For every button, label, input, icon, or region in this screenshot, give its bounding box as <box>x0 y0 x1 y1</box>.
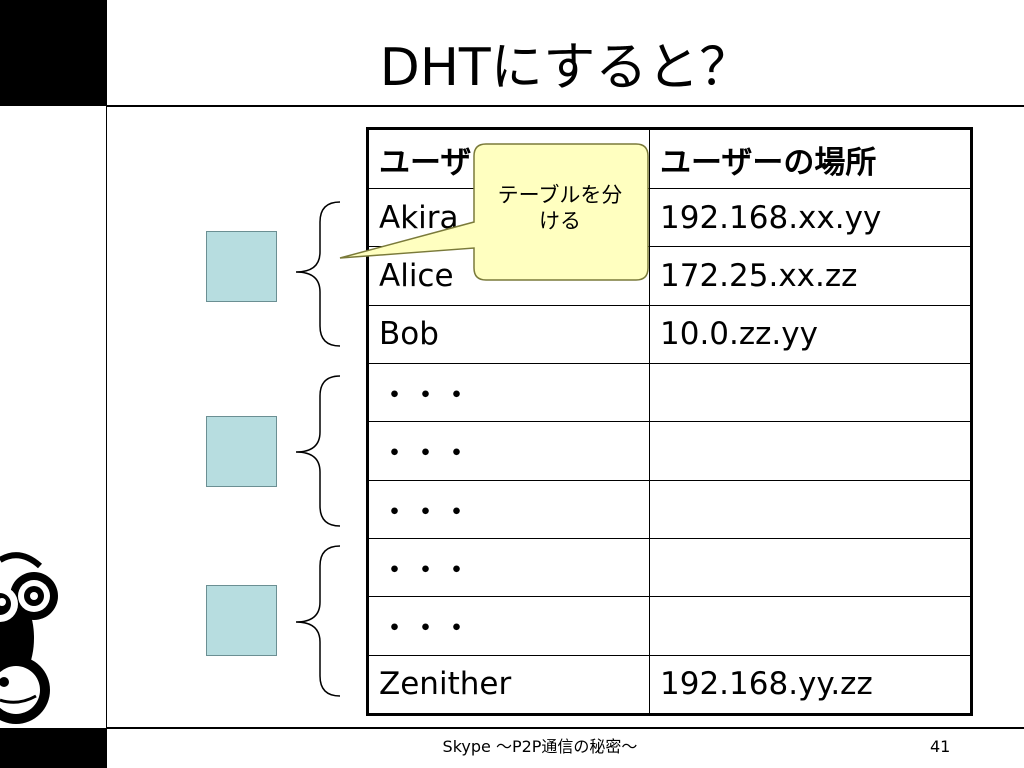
dht-node-1 <box>206 231 277 302</box>
monkey-mascot-icon <box>0 552 58 724</box>
cell-user-location <box>649 479 972 539</box>
table-row: ・・・ <box>367 537 972 598</box>
left-rule <box>106 106 107 728</box>
table-row: ・・・ <box>367 362 972 423</box>
header-user-location: ユーザーの場所 <box>649 128 972 189</box>
table-row: Zenither 192.168.yy.zz <box>367 654 972 716</box>
table-row: Bob 10.0.zz.yy <box>367 304 972 364</box>
cell-user-location <box>649 421 972 481</box>
title-rule <box>107 105 1024 107</box>
cell-user-name: ・・・ <box>367 596 650 656</box>
callout-line-1: テーブルを分 <box>497 183 623 207</box>
cell-user-location: 192.168.xx.yy <box>649 187 972 248</box>
cell-user-name: ・・・ <box>367 479 650 539</box>
cell-user-name: ・・・ <box>367 537 650 598</box>
footer-rule <box>107 727 1024 729</box>
dht-node-2 <box>206 416 277 487</box>
cell-user-location: 172.25.xx.zz <box>649 246 972 306</box>
table-row: ・・・ <box>367 479 972 539</box>
table-row: ・・・ <box>367 596 972 656</box>
table-row: ・・・ <box>367 421 972 481</box>
cell-user-name: ・・・ <box>367 421 650 481</box>
cell-user-name: Zenither <box>367 654 650 716</box>
cell-user-location: 10.0.zz.yy <box>649 304 972 364</box>
corner-block-bottom <box>0 728 107 768</box>
callout-text: テーブルを分 ける <box>478 182 642 234</box>
brace-group-1 <box>295 201 341 347</box>
dht-table: ユーザー名 ユーザーの場所 Akira 192.168.xx.yy Alice … <box>366 127 973 716</box>
cell-user-name: ・・・ <box>367 362 650 423</box>
dht-node-3 <box>206 585 277 656</box>
brace-group-2 <box>295 375 341 527</box>
cell-user-location <box>649 537 972 598</box>
slide-title: DHTにすると？ <box>379 38 752 98</box>
cell-user-location <box>649 596 972 656</box>
cell-user-location: 192.168.yy.zz <box>649 654 972 716</box>
page-number: 41 <box>930 737 951 756</box>
table-header-row: ユーザー名 ユーザーの場所 <box>367 128 972 189</box>
callout-bubble <box>339 143 649 281</box>
corner-block-top <box>0 0 107 106</box>
callout-line-2: ける <box>539 209 581 233</box>
slide-footer: Skype 〜P2P通信の秘密〜 <box>442 737 638 756</box>
brace-group-3 <box>295 545 341 697</box>
cell-user-location <box>649 362 972 423</box>
cell-user-name: Bob <box>367 304 650 364</box>
